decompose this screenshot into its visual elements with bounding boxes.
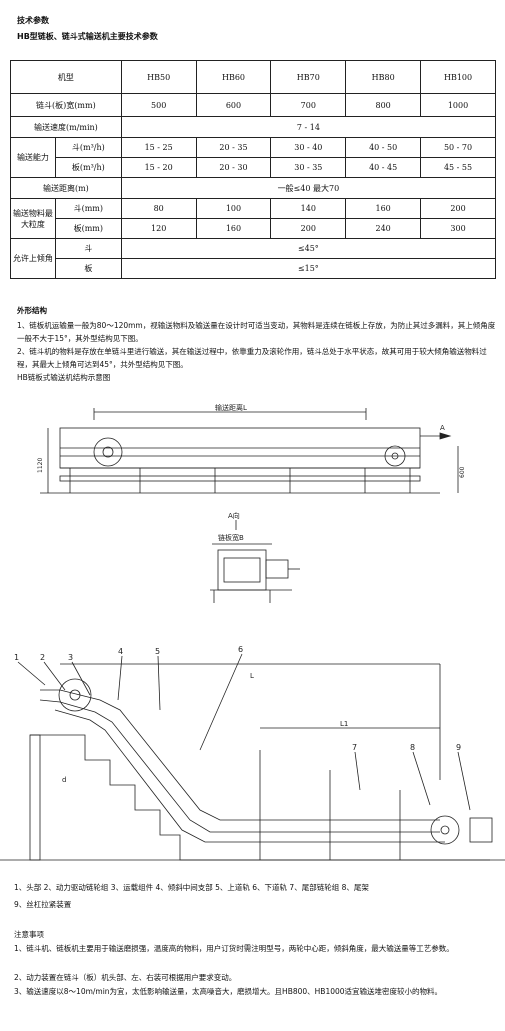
speed-value: 7 - 14: [120, 116, 497, 138]
structure-title: 外形结构: [17, 306, 47, 315]
grain-cell: 200: [420, 198, 496, 219]
grain-cell: 160: [345, 198, 422, 219]
grain-plate-label: 板(mm): [54, 218, 122, 239]
model-cell: HB70: [270, 60, 347, 94]
capacity-cell: 45 - 55: [420, 157, 496, 178]
angle-plate-label: 板: [54, 258, 122, 279]
plate-conveyor-side-view: 输送距离L A 1120 600: [37, 403, 466, 494]
capacity-cell: 30 - 40: [270, 137, 347, 158]
width-header: 链斗(板)宽(mm): [10, 93, 122, 117]
capacity-header: 输送能力: [10, 137, 56, 178]
structure-section: 外形结构 1、链板机运输量一般为80～120mm，视输送物料及输送量在设计时可适…: [17, 304, 497, 384]
model-header: 机型: [10, 60, 122, 94]
distance-value: 一般≤40 最大70: [120, 177, 497, 199]
grain-cell: 100: [195, 198, 272, 219]
length-l-label: L: [250, 672, 254, 680]
callout-3: 3: [68, 653, 73, 662]
angle-bucket-value: ≤45°: [120, 238, 497, 259]
callout-2: 2: [40, 653, 45, 662]
capacity-cell: 40 - 45: [345, 157, 422, 178]
callout-6: 6: [238, 645, 243, 654]
callout-4: 4: [118, 647, 123, 656]
angle-header: 允许上倾角: [10, 238, 56, 279]
diagram-caption: HB链板式输送机结构示意图: [17, 373, 111, 382]
model-cell: HB100: [420, 60, 496, 94]
note-3: 3、输送速度以8～10m/min为宜，太低影响输送量，太高噪音大，磨损增大。且H…: [14, 987, 443, 996]
capacity-cell: 20 - 35: [195, 137, 272, 158]
a-view-label: A向: [228, 511, 240, 520]
capacity-bucket-label: 斗(m³/h): [54, 137, 122, 158]
structure-para-2: 2、链斗机的物料是存放在单链斗里进行输送，其在输送过程中，依靠重力及滚轮作用，链…: [17, 347, 487, 369]
model-cell: HB80: [345, 60, 422, 94]
callout-9: 9: [456, 743, 461, 752]
right-dimension-label: 600: [459, 466, 466, 478]
length-label: 输送距离L: [215, 403, 247, 412]
note-1: 1、链斗机、链板机主要用于输送磨损强，温度高的物料，用户订货时需注明型号，两轮中…: [14, 944, 454, 953]
grain-cell: 160: [195, 218, 272, 239]
model-cell: HB50: [120, 60, 197, 94]
width-cell: 600: [195, 93, 272, 117]
length-l1-label: L1: [340, 720, 348, 728]
page-title: 技术参数: [17, 16, 49, 25]
note-2: 2、动力装置在链斗（板）机头部、左、右装可根据用户要求变动。: [14, 973, 237, 982]
height-label: 1120: [37, 458, 44, 473]
capacity-cell: 15 - 25: [120, 137, 197, 158]
callout-5: 5: [155, 647, 160, 656]
capacity-plate-label: 板(m³/h): [54, 157, 122, 178]
capacity-cell: 30 - 35: [270, 157, 347, 178]
callout-8: 8: [410, 743, 415, 752]
table-title: HB型链板、链斗式输送机主要技术参数: [17, 32, 158, 41]
grain-cell: 80: [120, 198, 197, 219]
grain-cell: 200: [270, 218, 347, 239]
spec-table: 机型 HB50 HB60 HB70 HB80 HB100 链斗(板)宽(mm) …: [10, 60, 497, 279]
callout-1: 1: [14, 653, 19, 662]
grain-cell: 240: [345, 218, 422, 239]
structure-para-1: 1、链板机运输量一般为80～120mm，视输送物料及输送量在设计时可适当变动，其…: [17, 321, 496, 343]
view-arrow-label: A: [440, 424, 445, 432]
a-view-diagram: A向 链板宽B: [210, 511, 300, 603]
width-cell: 500: [120, 93, 197, 117]
distance-header: 输送距离(m): [10, 177, 122, 199]
grain-cell: 140: [270, 198, 347, 219]
callout-7: 7: [352, 743, 357, 752]
diameter-label: d: [62, 776, 66, 784]
width-cell: 700: [270, 93, 347, 117]
legend-line-1: 1、头部 2、动力驱动链轮组 3、运载组件 4、倾斜中间支部 5、上道轨 6、下…: [14, 883, 369, 892]
model-cell: HB60: [195, 60, 272, 94]
capacity-cell: 50 - 70: [420, 137, 496, 158]
capacity-cell: 20 - 30: [195, 157, 272, 178]
plate-width-label: 链板宽B: [218, 533, 244, 542]
speed-header: 输送速度(m/min): [10, 116, 122, 138]
bucket-conveyor-diagram: 1 2 3 4 5 6 7 8 9 L L1 d: [0, 645, 505, 861]
grain-bucket-label: 斗(mm): [54, 198, 122, 219]
grain-header: 输送物料最大粒度: [10, 198, 56, 239]
angle-bucket-label: 斗: [54, 238, 122, 259]
angle-plate-value: ≤15°: [120, 258, 497, 279]
width-cell: 800: [345, 93, 422, 117]
grain-cell: 300: [420, 218, 496, 239]
legend-line-2: 9、丝杠拉紧装置: [14, 900, 72, 909]
width-cell: 1000: [420, 93, 496, 117]
grain-cell: 120: [120, 218, 197, 239]
capacity-cell: 15 - 20: [120, 157, 197, 178]
notes-title: 注意事项: [14, 930, 44, 939]
capacity-cell: 40 - 50: [345, 137, 422, 158]
